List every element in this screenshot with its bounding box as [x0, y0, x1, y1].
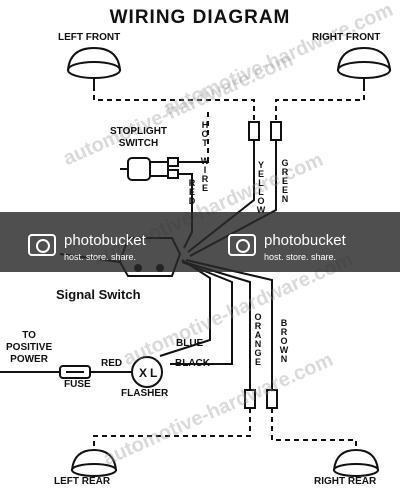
yellow-wire-label: YELLOW: [256, 160, 266, 214]
stoplight-label-line2: SWITCH: [118, 138, 159, 149]
red-wire-label-bottom: RED: [101, 358, 123, 369]
green-wire-label: GREEN: [280, 158, 290, 203]
right-front-label: RIGHT FRONT: [312, 32, 381, 43]
fuse-label: FUSE: [64, 379, 91, 390]
right-rear-label: RIGHT REAR: [314, 476, 377, 487]
green-connector: [270, 121, 282, 141]
diagram-title: WIRING DIAGRAM: [109, 7, 291, 28]
photobucket-tagline: host. store. share.: [264, 252, 337, 262]
stoplight-label-line1: STOPLIGHT: [110, 126, 168, 137]
to-positive-power-label: TO POSITIVE POWER: [6, 330, 52, 366]
stoplight-switch-icon: [120, 157, 179, 181]
photobucket-badge-right[interactable]: photobucket host. store. share.: [228, 228, 400, 268]
camera-icon: [228, 234, 256, 256]
red-wire-label-top: RED: [187, 178, 197, 205]
right-front-lamp-icon: [336, 46, 392, 86]
flasher-label: FLASHER: [121, 388, 169, 399]
to-positive-line1: TO: [22, 330, 36, 341]
blue-wire-label: BLUE: [176, 338, 204, 349]
to-positive-line3: POWER: [10, 354, 48, 365]
photobucket-brand: photobucket: [64, 232, 146, 249]
black-wire-label: BLACK: [175, 358, 210, 369]
flasher-icon: X L: [131, 356, 163, 388]
photobucket-badge-left[interactable]: photobucket host. store. share.: [28, 228, 203, 268]
hot-wire-label: HOT WIRE: [200, 120, 210, 192]
fuse-icon: [59, 365, 91, 379]
to-positive-line2: POSITIVE: [6, 342, 53, 353]
front-dashed-wires: [93, 86, 365, 158]
left-rear-label: LEFT REAR: [54, 476, 111, 487]
yellow-connector: [248, 121, 260, 141]
svg-text:X: X: [139, 366, 147, 380]
photobucket-brand: photobucket: [264, 232, 346, 249]
orange-wire-label: ORANGE: [253, 312, 263, 366]
left-front-lamp-icon: [66, 46, 122, 86]
svg-text:L: L: [150, 366, 157, 380]
photobucket-tagline: host. store. share.: [64, 252, 137, 262]
signal-switch-label: Signal Switch: [56, 287, 141, 302]
brown-wire-label: BROWN: [279, 318, 289, 363]
right-rear-lamp-icon: [332, 448, 380, 477]
rear-dashed-wires: [93, 408, 357, 450]
left-front-label: LEFT FRONT: [58, 32, 121, 43]
left-rear-lamp-icon: [70, 448, 118, 477]
photobucket-overlay-band: [0, 212, 400, 272]
camera-icon: [28, 234, 56, 256]
stoplight-switch-label: STOPLIGHT SWITCH: [110, 126, 167, 150]
